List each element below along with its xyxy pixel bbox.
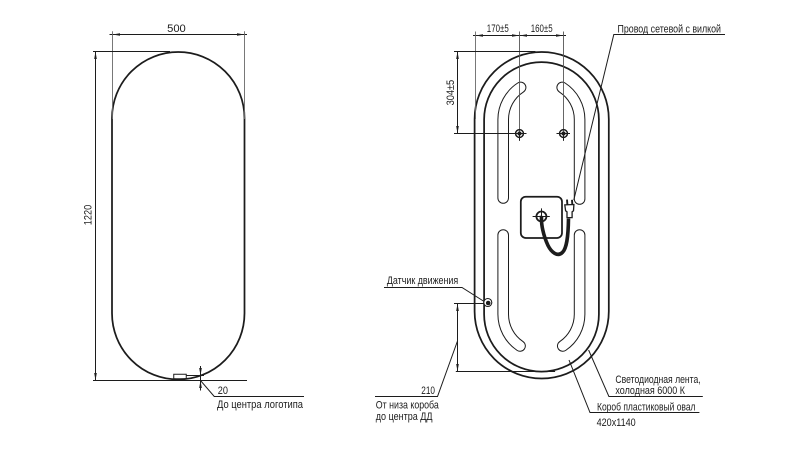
svg-text:170±5: 170±5 <box>487 23 509 35</box>
svg-text:холодная 6000 К: холодная 6000 К <box>615 385 685 397</box>
svg-text:500: 500 <box>167 23 186 35</box>
svg-text:210: 210 <box>421 385 435 397</box>
svg-text:Провод сетевой с вилкой: Провод сетевой с вилкой <box>618 24 722 36</box>
svg-text:От низа короба: От низа короба <box>376 400 440 412</box>
svg-text:1220: 1220 <box>83 205 95 226</box>
svg-text:304±5: 304±5 <box>445 80 457 106</box>
svg-text:Светодиодная лента,: Светодиодная лента, <box>615 374 700 386</box>
svg-text:420х1140: 420х1140 <box>597 417 636 429</box>
svg-text:До центра логотипа: До центра логотипа <box>217 399 304 411</box>
svg-text:20: 20 <box>218 385 228 397</box>
svg-text:до центра ДД: до центра ДД <box>376 411 433 423</box>
svg-text:Короб пластиковый овал: Короб пластиковый овал <box>597 401 696 413</box>
svg-text:Датчик движения: Датчик движения <box>387 275 458 287</box>
svg-text:160±5: 160±5 <box>531 23 553 35</box>
